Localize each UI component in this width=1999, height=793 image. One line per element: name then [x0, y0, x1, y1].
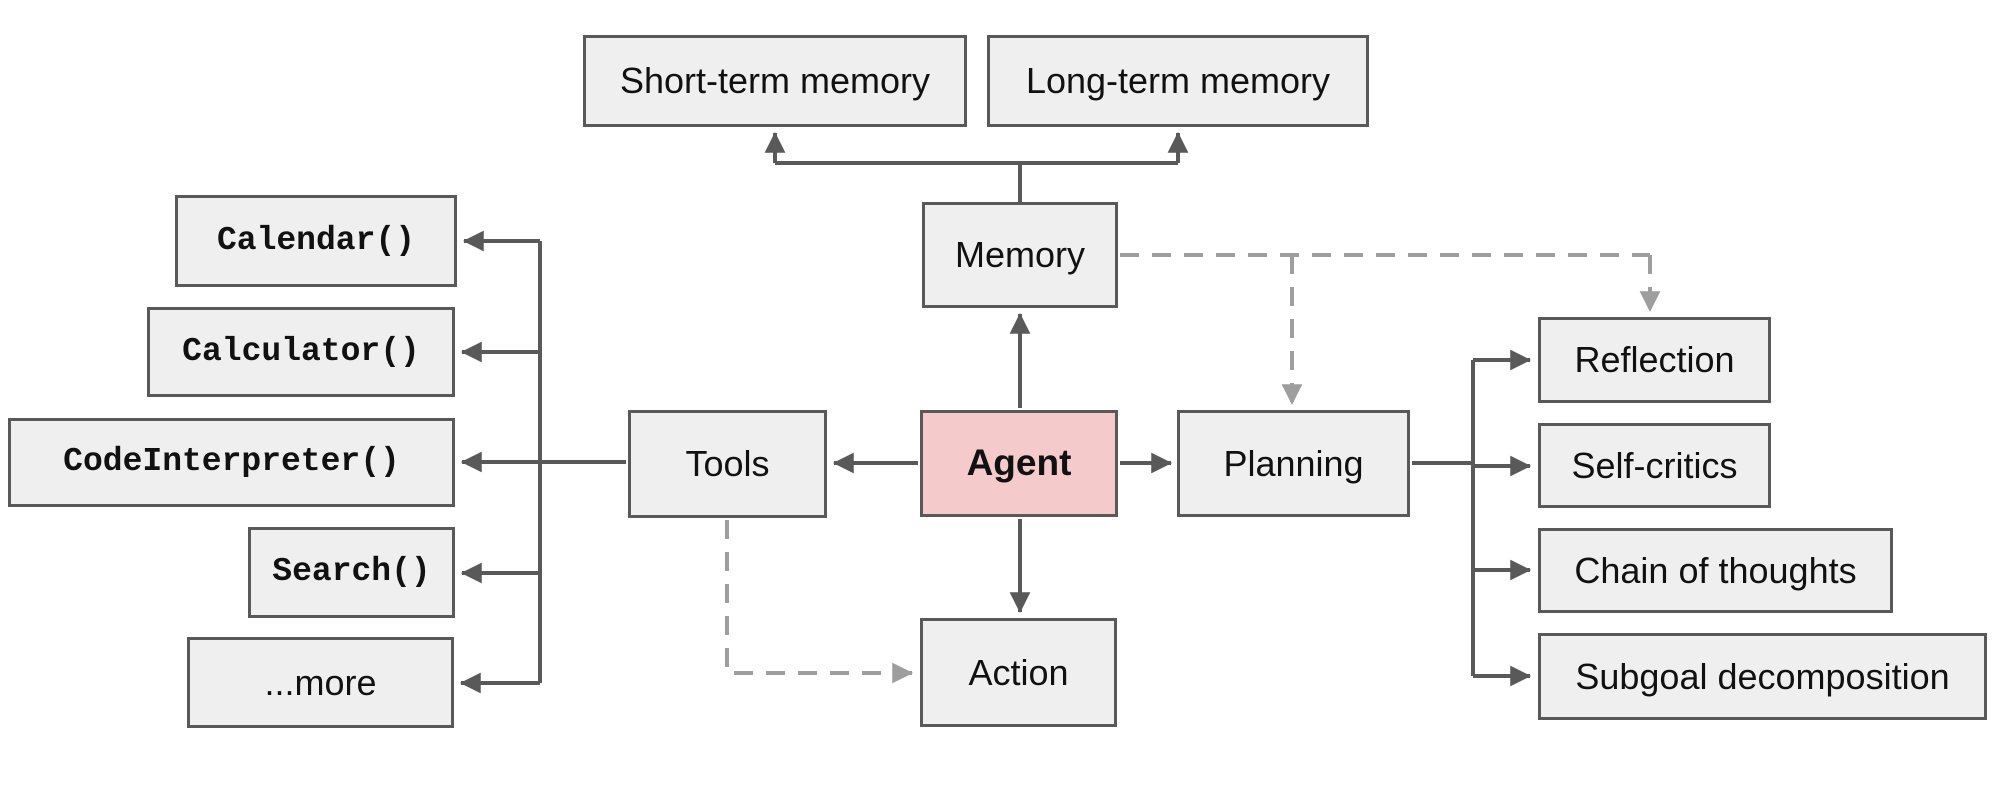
node-short-term-memory: Short-term memory [583, 35, 967, 127]
connector-planning-branches [1412, 349, 1532, 687]
node-self-critics-label: Self-critics [1571, 444, 1738, 486]
node-action: Action [920, 618, 1117, 727]
node-search-label: Search() [272, 553, 431, 591]
node-search: Search() [248, 527, 455, 618]
connector-memory-to-term-memories [764, 131, 1189, 202]
node-tools: Tools [628, 410, 827, 518]
node-long-term-memory: Long-term memory [987, 35, 1369, 127]
node-chain-of-thoughts: Chain of thoughts [1538, 528, 1893, 613]
node-code-interpreter-label: CodeInterpreter() [63, 443, 400, 481]
node-code-interpreter: CodeInterpreter() [8, 418, 455, 507]
node-action-label: Action [968, 651, 1069, 693]
node-tools-label: Tools [685, 443, 770, 485]
node-calendar: Calendar() [175, 195, 457, 287]
node-reflection-label: Reflection [1574, 339, 1735, 381]
node-agent: Agent [920, 410, 1118, 517]
node-agent-label: Agent [966, 442, 1072, 484]
node-calculator-label: Calculator() [182, 332, 420, 370]
node-planning-label: Planning [1223, 442, 1364, 484]
node-more-tools: ...more [187, 637, 454, 728]
connector-memory-dashed [1120, 253, 1661, 406]
node-memory-label: Memory [954, 234, 1085, 276]
node-calendar-label: Calendar() [216, 221, 416, 259]
node-reflection: Reflection [1538, 317, 1771, 403]
node-subgoal-decomposition-label: Subgoal decomposition [1575, 655, 1950, 697]
node-short-term-memory-label: Short-term memory [619, 60, 931, 102]
node-self-critics: Self-critics [1538, 423, 1771, 508]
node-long-term-memory-label: Long-term memory [1025, 60, 1331, 102]
connector-tools-branches [459, 230, 626, 694]
node-calculator: Calculator() [147, 307, 455, 397]
node-chain-of-thoughts-label: Chain of thoughts [1574, 549, 1857, 591]
node-memory: Memory [922, 202, 1118, 308]
node-more-tools-label: ...more [264, 661, 377, 703]
node-planning: Planning [1177, 410, 1410, 517]
node-subgoal-decomposition: Subgoal decomposition [1538, 633, 1987, 720]
connector-agent-spokes [832, 312, 1173, 614]
connector-tools-action-dashed [725, 520, 914, 684]
